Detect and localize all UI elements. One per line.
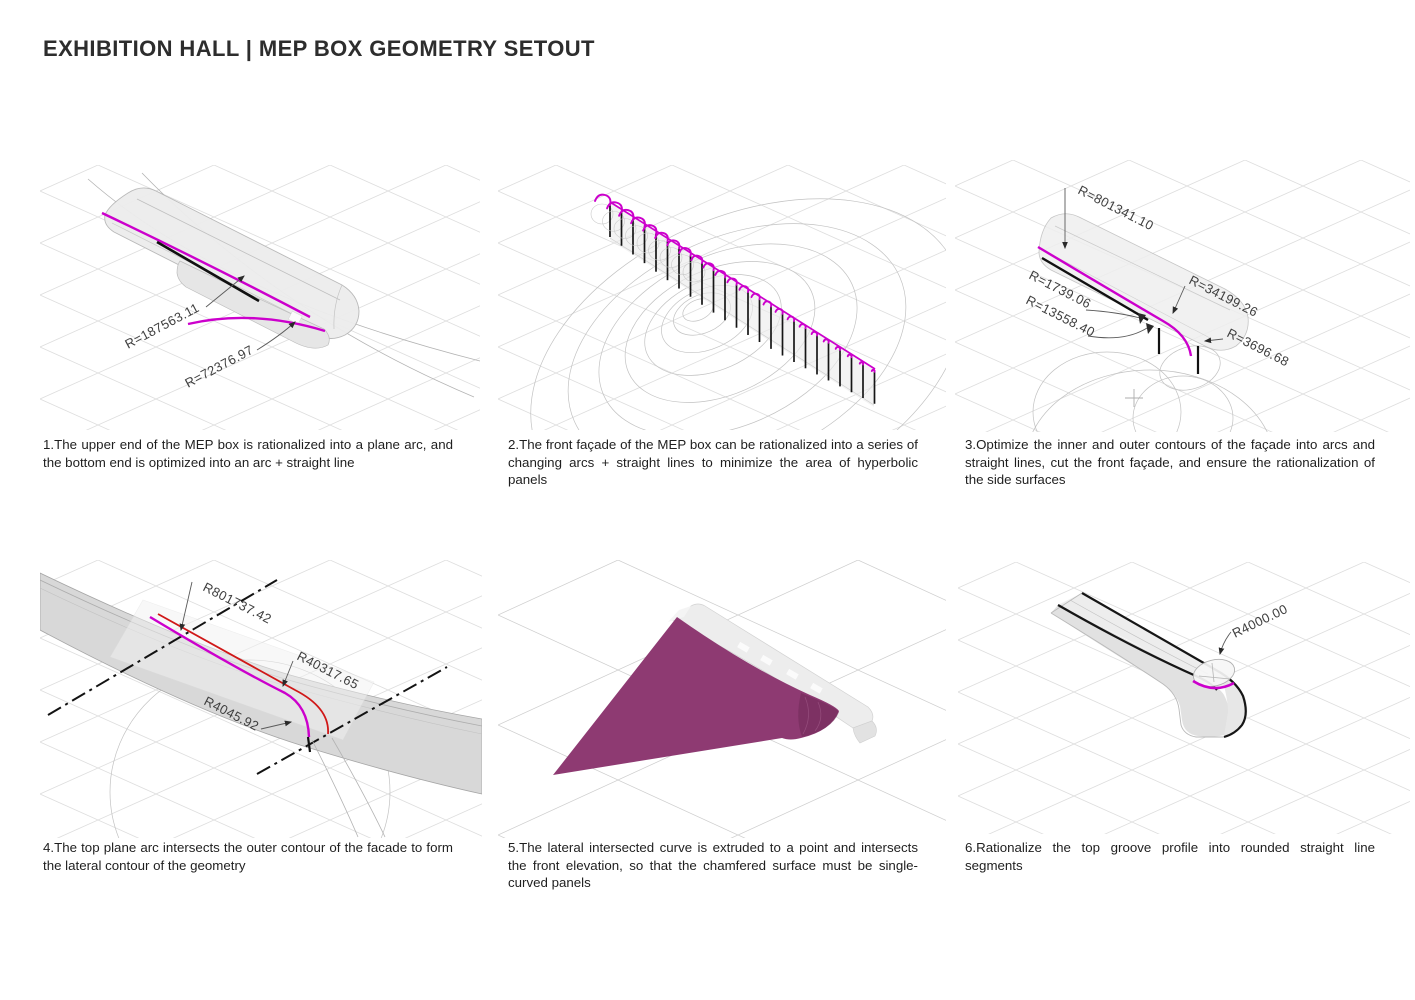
- leader-arrow: [282, 660, 294, 688]
- caption-step1: 1.The upper end of the MEP box is ration…: [43, 437, 453, 470]
- diagram-step4: R801737.42 R40317.65 R4045.92: [40, 560, 482, 838]
- section-line: [256, 666, 448, 775]
- diagram-step6: R4000.00: [958, 562, 1410, 834]
- caption-step3: 3.Optimize the inner and outer contours …: [965, 437, 1375, 488]
- chamfered-surface: [798, 693, 839, 737]
- leader-arrow: [1203, 337, 1224, 344]
- caption-step4: 4.The top plane arc intersects the outer…: [43, 840, 453, 873]
- outer-contour-arc: [1037, 245, 1193, 357]
- bottom-arc: [187, 316, 326, 333]
- top-plane-arc: [149, 615, 311, 738]
- diagram-step2: [498, 165, 946, 430]
- reference-circles: [1032, 345, 1268, 432]
- outer-groove-edge: [1081, 592, 1247, 739]
- diagram-step5: [498, 560, 946, 838]
- fillet-circle: [1192, 658, 1236, 688]
- leader-arrow: [1172, 285, 1186, 314]
- caption-step2: 2.The front façade of the MEP box can be…: [508, 437, 918, 488]
- page-title: EXHIBITION HALL | MEP BOX GEOMETRY SETOU…: [43, 36, 595, 61]
- facade-surface: [610, 201, 874, 407]
- rationalized-ribs: [590, 193, 876, 404]
- leader-arrow: [256, 321, 296, 351]
- straight-line: [156, 240, 260, 303]
- leader-arrow: [205, 275, 245, 308]
- crosshair: [1198, 662, 1231, 683]
- leader-arrow: [260, 720, 293, 730]
- tick-segments: [1157, 328, 1200, 374]
- mep-box-strip: [668, 603, 877, 744]
- groove-arm: [1050, 592, 1248, 739]
- leader-arrow: [1218, 631, 1232, 656]
- arrowhead: [1146, 323, 1154, 334]
- straight-line: [1041, 256, 1149, 322]
- section-line: [47, 579, 278, 716]
- tick-segment: [306, 736, 312, 753]
- caption-step6: 6.Rationalize the top groove profile int…: [965, 840, 1375, 873]
- panel-seams: [802, 696, 822, 735]
- caption-step5: 5.The lateral intersected curve is extru…: [508, 840, 918, 891]
- extruded-cone-surface: [553, 617, 839, 775]
- mep-box: [1038, 213, 1249, 351]
- leader-arrow: [179, 581, 193, 632]
- rounded-segment-arc: [1192, 679, 1235, 690]
- diagram-step3: R=801341.10 R=1739.06 R=13558.40 R=34199…: [955, 160, 1410, 432]
- arrowhead: [1138, 313, 1146, 324]
- diagram-step1: R=187563.11 R=72376.97: [40, 165, 480, 430]
- upper-plane-arc: [101, 211, 311, 319]
